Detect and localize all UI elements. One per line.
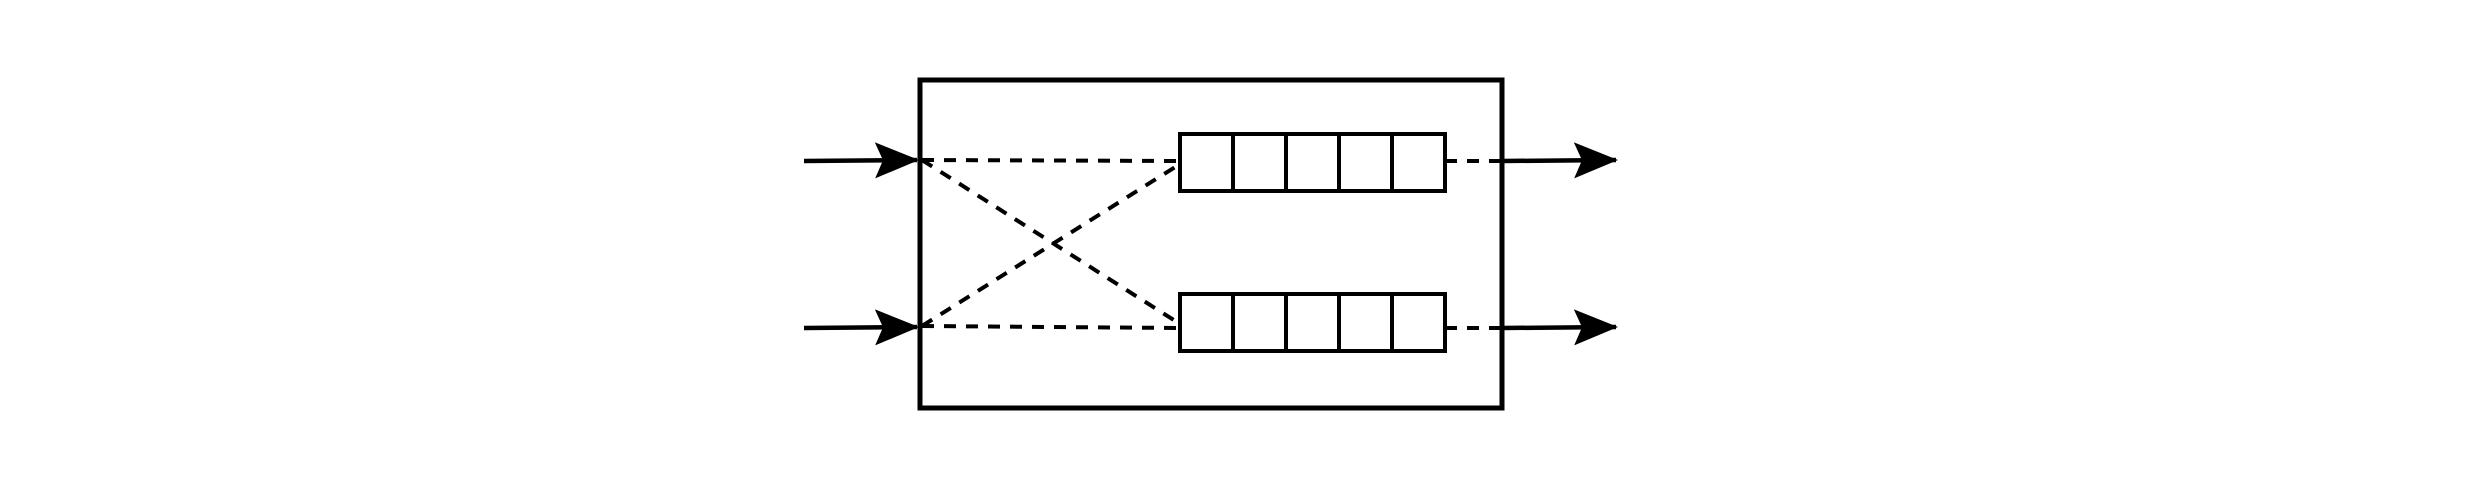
input-arrow-2 <box>803 309 919 346</box>
queue-1-cell <box>1337 132 1394 193</box>
queue-2-cell <box>1231 292 1288 353</box>
connection-input1-queue2 <box>920 158 1182 326</box>
queue-1-cell <box>1231 132 1288 193</box>
queue-2-cell <box>1284 292 1341 353</box>
output-arrow-2 <box>1502 309 1618 346</box>
queue-1 <box>1178 132 1447 193</box>
queue-2-cell <box>1337 292 1394 353</box>
crossbar-connections <box>920 158 1182 330</box>
queue-2-cell <box>1390 292 1447 353</box>
connection-input2-queue1 <box>920 162 1182 328</box>
output-arrow-1 <box>1502 142 1618 179</box>
queue-2 <box>1178 292 1447 353</box>
queue-2-cell <box>1178 292 1235 353</box>
input-arrow-1 <box>803 142 919 179</box>
connection-input2-queue2 <box>921 324 1181 330</box>
queue-1-cell <box>1390 132 1447 193</box>
switch-box <box>917 77 1505 411</box>
queue-1-cell <box>1178 132 1235 193</box>
connection-input1-queue1 <box>921 158 1181 163</box>
queue-1-cell <box>1284 132 1341 193</box>
